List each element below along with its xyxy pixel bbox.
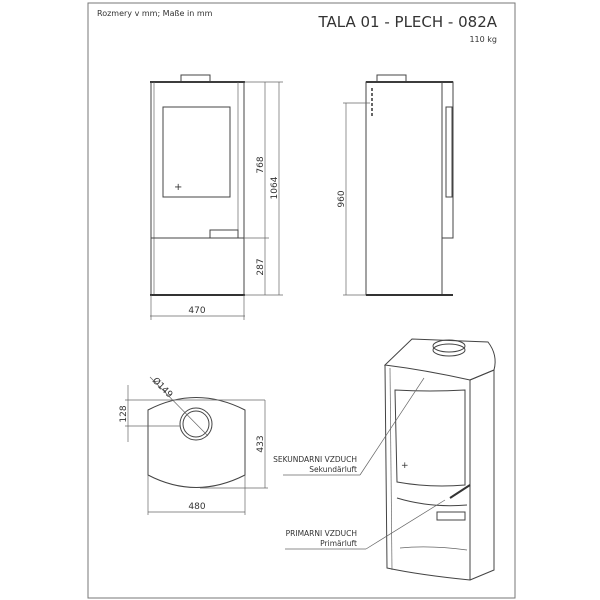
drawing-title: TALA 01 - PLECH - 082A [318, 13, 498, 31]
svg-text:+: + [401, 461, 409, 471]
secondary-air-label-de: Sekundärluft [309, 465, 357, 474]
dim-287: 287 [256, 258, 266, 275]
dim-480: 480 [188, 502, 205, 512]
secondary-air-label: SEKUNDARNI VZDUCH [273, 455, 357, 464]
dim-1064: 1064 [270, 176, 280, 199]
primary-air-label: PRIMARNI VZDUCH [286, 529, 357, 538]
perspective-view: + SEKUNDARNI VZDUCH Sekundärluft PRIMARN… [273, 338, 496, 581]
perspective-window [394, 389, 466, 487]
units-note: Rozmery v mm; Maße in mm [97, 9, 213, 18]
flue-outer [179, 407, 213, 441]
top-view: Ø149 128 433 480 [119, 375, 268, 515]
flue-collar [180, 74, 211, 83]
dim-470: 470 [188, 306, 205, 316]
side-view: 960 [337, 74, 454, 296]
drawing-frame [87, 2, 516, 599]
cross-mark: + [174, 182, 182, 193]
dim-flue-diameter: Ø149 [150, 375, 175, 400]
ash-drawer [209, 229, 239, 239]
dim-433: 433 [256, 435, 266, 452]
door-window [162, 106, 231, 198]
front-view: + 768 287 1064 470 [150, 74, 283, 320]
weight-label: 110 kg [469, 35, 497, 44]
primary-air-label-de: Primärluft [320, 539, 357, 548]
dim-768: 768 [256, 156, 266, 173]
side-body [365, 81, 443, 296]
dim-960: 960 [337, 190, 347, 207]
dim-128: 128 [119, 405, 129, 422]
